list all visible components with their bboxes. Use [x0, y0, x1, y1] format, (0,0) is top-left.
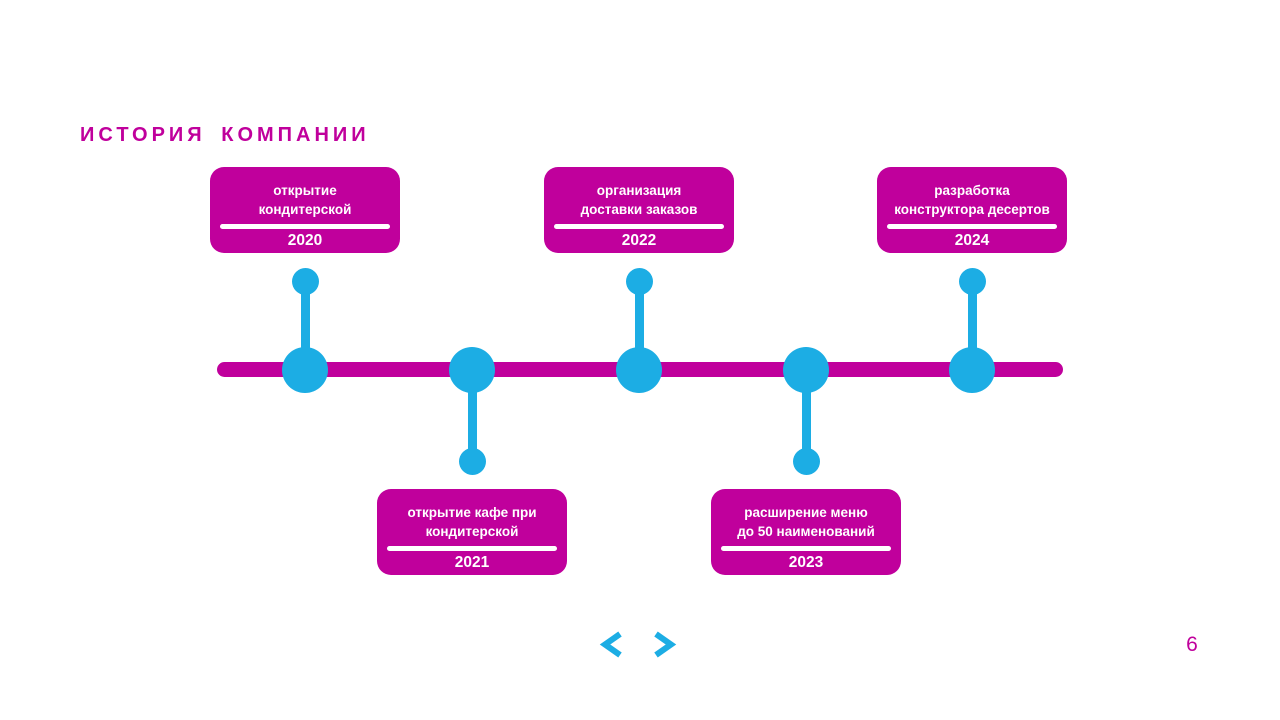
event-card-2024: разработка конструктора десертов 2024	[877, 167, 1067, 253]
page-number: 6	[1186, 633, 1198, 656]
event-year: 2021	[454, 553, 490, 571]
timeline-node-dot-2021	[449, 347, 495, 393]
event-description-line2: до 50 наименований	[737, 524, 875, 539]
slide-title: ИСТОРИЯ КОМПАНИИ	[80, 124, 370, 146]
event-description-line1: открытие кафе при	[407, 505, 537, 520]
event-description-line2: доставки заказов	[580, 202, 698, 217]
card-divider	[220, 224, 390, 229]
event-card-2020: открытие кондитерской 2020	[210, 167, 400, 253]
event-description-line2: кондитерской	[258, 202, 352, 217]
event-description-line1: разработка	[934, 183, 1010, 198]
card-divider	[887, 224, 1057, 229]
timeline-end-dot-2022	[625, 267, 653, 295]
timeline-end-dot-2024	[958, 267, 986, 295]
timeline-node-dot-2022	[616, 347, 662, 393]
timeline-stem-2020	[300, 281, 310, 370]
event-year: 2024	[954, 231, 990, 249]
event-year: 2022	[621, 231, 657, 249]
timeline-stem-2024	[967, 281, 977, 370]
event-description-line2: кондитерской	[425, 524, 519, 539]
timeline-node-dot-2023	[783, 347, 829, 393]
card-divider	[721, 546, 891, 551]
timeline-node-dot-2020	[282, 347, 328, 393]
card-divider	[387, 546, 557, 551]
timeline-end-dot-2023	[792, 447, 820, 475]
event-description-line2: конструктора десертов	[894, 202, 1050, 217]
prev-slide-button[interactable]	[599, 630, 625, 659]
timeline-end-dot-2021	[458, 447, 486, 475]
event-card-2022: организация доставки заказов 2022	[544, 167, 734, 253]
event-year: 2020	[287, 231, 323, 249]
event-card-2023: расширение меню до 50 наименований 2023	[711, 489, 901, 575]
card-divider	[554, 224, 724, 229]
chevron-right-icon	[651, 631, 677, 662]
timeline-stem-2021	[467, 370, 477, 461]
timeline-end-dot-2020	[291, 267, 319, 295]
event-description-line1: организация	[596, 183, 682, 198]
chevron-left-icon	[599, 631, 625, 662]
event-description-line1: открытие	[273, 183, 337, 198]
event-year: 2023	[788, 553, 824, 571]
event-card-2021: открытие кафе при кондитерской 2021	[377, 489, 567, 575]
timeline-stem-2022	[634, 281, 644, 370]
timeline-node-dot-2024	[949, 347, 995, 393]
timeline-stem-2023	[801, 370, 811, 461]
next-slide-button[interactable]	[651, 630, 677, 659]
event-description-line1: расширение меню	[744, 505, 868, 520]
